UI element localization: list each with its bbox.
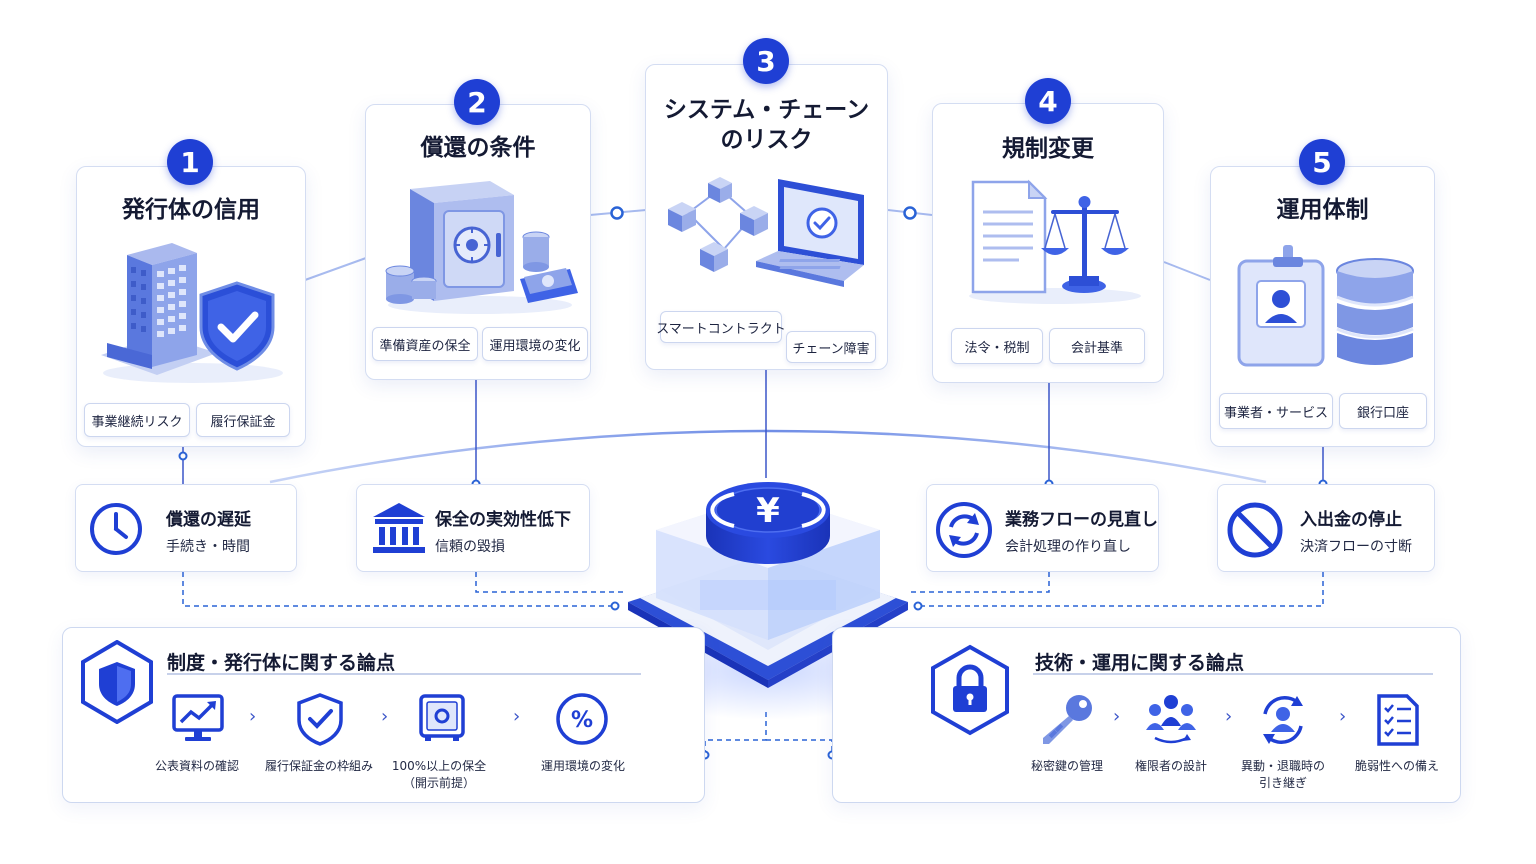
panel-left: 制度・発行体に関する論点 公表資料の確認 › 履行保証金の枠組み ›: [62, 627, 705, 803]
lock-icon: [931, 644, 1009, 736]
people-icon: [1146, 695, 1196, 744]
connector-1-2: [304, 257, 367, 281]
bank-icon: [373, 503, 425, 553]
risk-card-1: 発行体の信用: [76, 166, 306, 447]
risk-number-badge: 3: [743, 38, 789, 84]
risk-title-line2: のリスク: [720, 127, 813, 153]
risk-tag: 事業継続リスク: [84, 403, 190, 437]
risk-tag: チェーン障害: [786, 331, 876, 363]
panel-item-label: 運用環境の変化: [540, 759, 625, 773]
panel-item-label: 脆弱性への備え: [1354, 759, 1439, 773]
yen-symbol: ¥: [756, 491, 780, 531]
panel-item-label: 履行保証金の枠組み: [264, 759, 373, 773]
chevron-right-icon: ›: [1339, 706, 1347, 727]
chevron-right-icon: ›: [1225, 706, 1233, 727]
refresh-icon: [936, 502, 992, 558]
connector-4-5: [1163, 261, 1211, 281]
effect-title: 償還の遅延: [166, 510, 251, 530]
effect-subtitle: 決済フローの寸断: [1300, 539, 1412, 555]
building-shield-icon: [101, 243, 283, 383]
svg-text:%: %: [571, 708, 593, 733]
percent-icon: %: [556, 693, 608, 745]
key-icon: [1043, 695, 1092, 744]
effect-box-3: 業務フローの見直し 会計処理の作り直し: [926, 484, 1159, 572]
chevron-right-icon: ›: [1113, 706, 1121, 727]
effect-box-1: 償還の遅延 手続き・時間: [75, 484, 297, 572]
risk-title: 運用体制: [1276, 197, 1369, 223]
blockchain-laptop-icon: [668, 177, 864, 287]
risk-tag: 銀行口座: [1339, 393, 1427, 429]
panel-item-label-line2: （開示前提）: [402, 776, 475, 790]
chart-monitor-icon: [172, 694, 224, 741]
effect-box-4: 入出金の停止 決済フローの寸断: [1217, 484, 1435, 572]
check-shield-icon: [297, 693, 343, 746]
document-scale-icon: [969, 179, 1141, 304]
risk-card-2: 償還の条件: [365, 104, 591, 380]
badge-database-icon: [1237, 245, 1414, 367]
connector-dot: [903, 206, 917, 220]
panel-item-label-line1: 100%以上の保全: [391, 759, 487, 773]
effect-box-2: 保全の実効性低下 信頼の毀損: [356, 484, 590, 572]
prohibited-icon: [1227, 502, 1283, 558]
connector-dot: [610, 206, 624, 220]
panel-item-label: 秘密鍵の管理: [1030, 759, 1103, 773]
risk-tag: 準備資産の保全: [372, 327, 478, 361]
checklist-icon: [1377, 694, 1419, 746]
user-rotate-icon: [1263, 696, 1303, 744]
safe-coins-icon: [385, 181, 578, 314]
panel-item-label-line1: 異動・退職時の: [1240, 759, 1325, 773]
effect-title: 入出金の停止: [1300, 510, 1402, 530]
effect-subtitle: 手続き・時間: [166, 539, 250, 555]
risk-number-badge: 1: [167, 139, 213, 185]
panel-item-label: 権限者の設計: [1134, 759, 1207, 773]
effect-title: 保全の実効性低下: [435, 510, 571, 530]
risk-tag: スマートコントラクト: [656, 311, 786, 343]
risk-number-badge: 5: [1299, 139, 1345, 185]
risk-tag: 法令・税制: [951, 328, 1043, 364]
panel-item-label: 公表資料の確認: [154, 759, 239, 773]
central-arc: [269, 429, 1267, 484]
chevron-right-icon: ›: [513, 706, 521, 727]
shield-icon: [81, 640, 153, 724]
risk-tag: 運用環境の変化: [482, 327, 588, 361]
risk-card-3: システム・チェーン のリスク スマートコントラクト チェーン障害: [645, 64, 888, 370]
risk-title-line1: システム・チェーン: [663, 97, 870, 123]
panel-item-label-line2: 引き継ぎ: [1258, 776, 1307, 790]
risk-number-badge: 2: [454, 79, 500, 125]
chevron-right-icon: ›: [249, 706, 257, 727]
risk-tag: 事業者・サービス: [1219, 393, 1333, 429]
effect-subtitle: 信頼の毀損: [435, 539, 505, 555]
risk-title: 償還の条件: [420, 135, 536, 161]
panel-right: 技術・運用に関する論点 秘密鍵の管理 ›: [832, 627, 1461, 803]
effect-subtitle: 会計処理の作り直し: [1005, 539, 1131, 555]
risk-card-4: 規制変更 法令・税制 会計基準: [932, 103, 1164, 383]
panel-title: 技術・運用に関する論点: [1035, 652, 1245, 674]
chevron-right-icon: ›: [381, 706, 389, 727]
risk-number-badge: 4: [1025, 78, 1071, 124]
risk-title: 発行体の信用: [122, 197, 260, 223]
risk-tag: 履行保証金: [196, 403, 290, 437]
risk-tag: 会計基準: [1049, 328, 1145, 364]
effect-title: 業務フローの見直し: [1005, 510, 1158, 530]
clock-icon: [90, 503, 142, 555]
risk-card-5: 運用体制 事業者・サービス 銀行口座: [1210, 166, 1435, 447]
safe-icon: [419, 694, 465, 741]
panel-title: 制度・発行体に関する論点: [167, 652, 396, 674]
risk-title: 規制変更: [1002, 136, 1094, 162]
